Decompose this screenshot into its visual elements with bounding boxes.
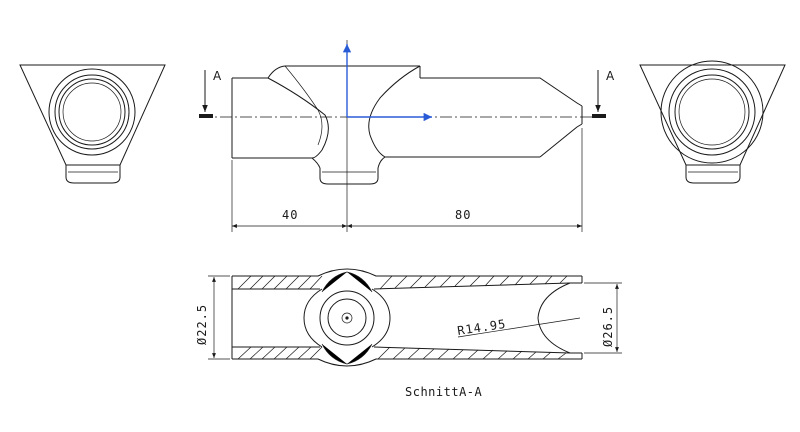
dimension-length-right: 80 xyxy=(455,208,471,222)
left-end-view xyxy=(19,64,166,184)
section-view xyxy=(208,268,622,367)
dimension-radius: R14.95 xyxy=(456,317,507,338)
right-end-view xyxy=(639,60,786,184)
section-marker-left: A xyxy=(213,69,222,83)
front-view xyxy=(199,40,606,232)
dimension-length-left: 40 xyxy=(282,208,298,222)
section-marker-right: A xyxy=(606,69,615,83)
section-caption: SchnittA-A xyxy=(405,385,483,399)
dimension-diameter-left: Ø22.5 xyxy=(195,304,209,345)
dimension-diameter-right: Ø26.5 xyxy=(601,306,615,347)
